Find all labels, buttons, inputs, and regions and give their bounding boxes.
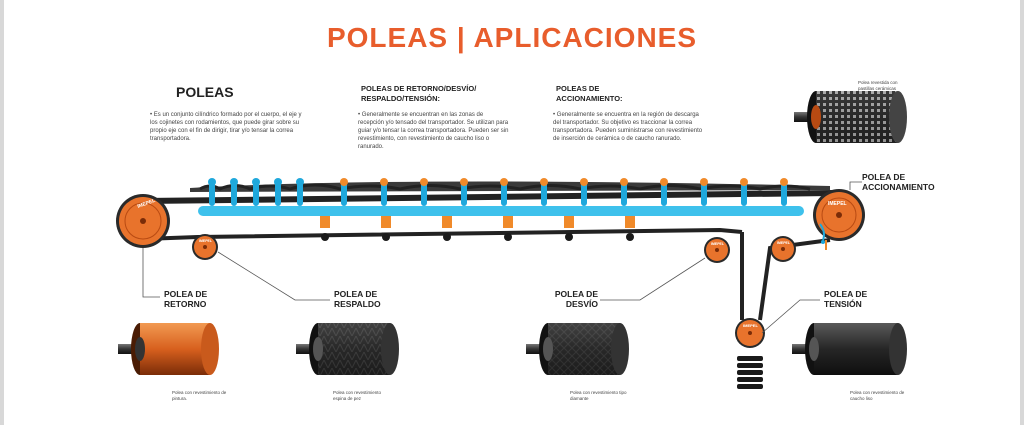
caption-tension: Polea con revestimiento de caucho liso <box>850 390 905 401</box>
return-idler <box>564 216 574 241</box>
carry-idler <box>780 178 788 206</box>
label-tension-line2: TENSIÓN <box>824 299 862 309</box>
label-respaldo-line2: RESPALDO <box>334 299 381 309</box>
accionamiento-pulley: IMEPEL <box>813 189 865 250</box>
caption-desvio: Polea con revestimiento tipo diamante <box>570 390 627 401</box>
carry-idler <box>420 178 428 206</box>
accion-info-text-block: • Generalmente se encuentra en la región… <box>553 111 703 143</box>
bulk-material <box>190 181 830 192</box>
intro-text: Es un conjunto cilíndrico formado por el… <box>150 112 302 142</box>
tension-pulley: IMEPEL <box>735 318 765 389</box>
belt-take-up <box>740 232 831 321</box>
impact-idler <box>296 178 304 206</box>
tension-guide-pulley-brand: IMEPEL <box>777 241 791 245</box>
retorno-info-text-block: • Generalmente se encuentran en las zona… <box>358 111 510 151</box>
label-respaldo: POLEA DE RESPALDO <box>334 289 381 309</box>
impact-idler <box>274 178 282 206</box>
desvio-pulley: IMEPEL <box>704 237 730 263</box>
return-idler <box>442 216 452 241</box>
carry-idler <box>340 178 348 206</box>
belt-upper <box>143 190 833 204</box>
label-desvio-line2: DESVÍO <box>565 299 598 309</box>
label-tension: POLEA DE TENSIÓN <box>824 289 867 309</box>
tension-guide-pulley: IMEPEL <box>770 236 796 262</box>
impact-idler <box>252 178 260 206</box>
intro-heading: POLEAS <box>176 84 234 100</box>
impact-idler <box>208 178 216 206</box>
desvio-pulley-photo <box>526 323 629 375</box>
label-tension-line1: POLEA DE <box>824 289 868 299</box>
respaldo-pulley-brand: IMEPEL <box>199 239 213 243</box>
accion-info-text: Generalmente se encuentra en la región d… <box>553 112 703 142</box>
intro-bullet: • <box>150 112 153 118</box>
return-idler <box>503 216 513 241</box>
respaldo-pulley: IMEPEL <box>192 234 218 260</box>
label-retorno-line2: RETORNO <box>164 299 207 309</box>
carry-idler <box>700 178 708 206</box>
carry-idler <box>660 178 668 206</box>
carry-idler <box>380 178 388 206</box>
label-accionamiento: POLEA DE ACCIONAMIENTO <box>862 172 935 192</box>
carry-idler <box>580 178 588 206</box>
carry-idler <box>740 178 748 206</box>
carry-idler <box>460 178 468 206</box>
impact-idler <box>230 178 238 206</box>
retorno-pulley-photo <box>118 323 219 375</box>
carry-idlers <box>208 178 788 206</box>
label-retorno: POLEA DE RETORNO <box>164 289 207 309</box>
label-respaldo-line1: POLEA DE <box>334 289 378 299</box>
caption-respaldo: Polea con revestimiento espina de pez <box>333 390 382 401</box>
leader-lines <box>142 181 862 334</box>
accion-info-heading: POLEAS DE ACCIONAMIENTO: <box>556 84 623 103</box>
carry-idler <box>500 178 508 206</box>
caption-retorno: Polea con revestimiento de pintura. <box>172 390 227 401</box>
page-title: POLEAS | APLICACIONES <box>326 22 698 53</box>
label-accionamiento-line1: POLEA DE <box>862 172 906 182</box>
tension-pulley-photo <box>792 323 907 375</box>
counterweight <box>737 356 763 389</box>
ceramic-pulley-caption: Polea revestida con pastillas cerámicas <box>858 80 898 91</box>
label-desvio: POLEA DE DESVÍO <box>550 289 598 309</box>
carry-idler <box>540 178 548 206</box>
return-idlers <box>320 216 635 241</box>
carry-idler <box>620 178 628 206</box>
accionamiento-pulley-brand: IMEPEL <box>828 201 847 207</box>
return-idler <box>381 216 391 241</box>
return-idler <box>625 216 635 241</box>
tension-pulley-brand: IMEPEL <box>743 323 758 328</box>
label-desvio-line1: POLEA DE <box>554 289 598 299</box>
desvio-pulley-brand: IMEPEL <box>711 242 725 246</box>
belt-lower <box>142 227 743 241</box>
label-retorno-line1: POLEA DE <box>164 289 208 299</box>
ceramic-pulley-photo <box>794 91 907 143</box>
retorno-info-heading: POLEAS DE RETORNO/DESVÍO/ RESPALDO/TENSI… <box>361 84 477 103</box>
retorno-info-text: Generalmente se encuentran en las zonas … <box>358 112 509 150</box>
label-accionamiento-line2: ACCIONAMIENTO <box>862 182 935 192</box>
return-idler <box>320 216 330 241</box>
accion-info-bullet: • <box>553 112 556 118</box>
intro-text-block: • Es un conjunto cilíndrico formado por … <box>150 111 302 143</box>
retorno-pulley: IMEPEL <box>116 194 170 248</box>
respaldo-pulley-photo <box>296 323 399 375</box>
conveyor-frame <box>198 206 804 216</box>
retorno-info-bullet: • <box>358 112 361 118</box>
